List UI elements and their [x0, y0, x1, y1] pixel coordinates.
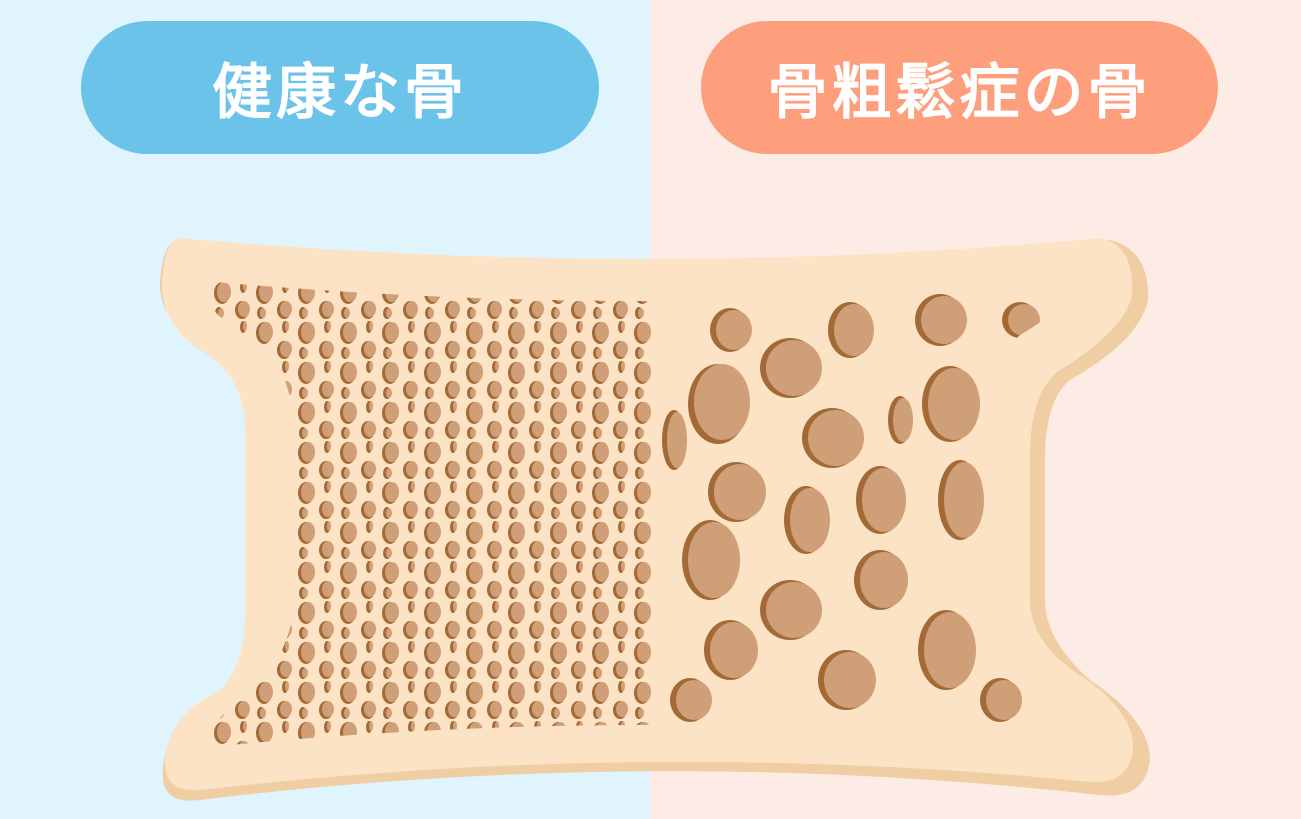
label-osteoporosis-text: 骨粗鬆症の骨 [767, 58, 1152, 128]
label-osteoporosis-bone: 骨粗鬆症の骨 [701, 21, 1218, 154]
label-healthy-bone: 健康な骨 [81, 21, 599, 154]
osteoporosis-large-pores [662, 294, 1040, 722]
label-healthy-text: 健康な骨 [212, 58, 468, 128]
trabecular-bone-interior [207, 281, 1083, 745]
